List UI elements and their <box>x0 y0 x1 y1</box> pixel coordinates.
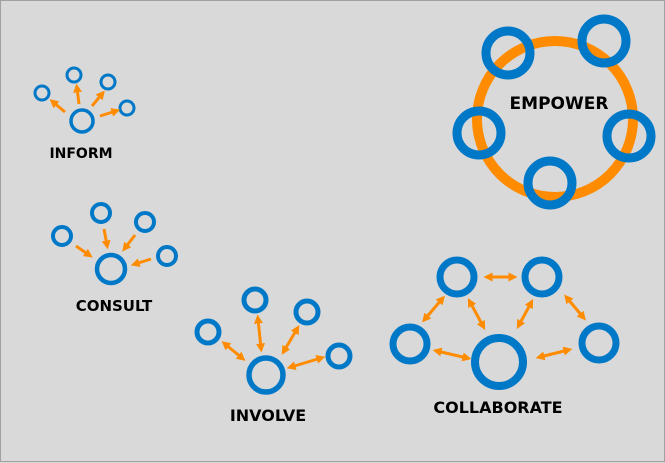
inform-arrow <box>73 83 83 105</box>
involve-outer-node <box>194 318 222 346</box>
consult-arrow <box>75 244 93 258</box>
empower-node <box>523 156 577 210</box>
collaborate-arrow <box>432 347 472 362</box>
collaborate-arrow <box>564 294 586 321</box>
inform-arrow <box>49 99 66 114</box>
involve-outer-node <box>241 286 269 314</box>
involve-arrow <box>286 354 326 371</box>
consult-outer-node <box>156 245 178 267</box>
empower-node <box>481 26 535 80</box>
collaborate-center-node <box>471 334 527 390</box>
involve-arrow <box>253 314 266 353</box>
involve-outer-node <box>293 298 321 326</box>
consult-outer-node <box>134 211 156 233</box>
involve-label: INVOLVE <box>230 406 306 425</box>
inform-outer-node <box>65 66 83 84</box>
collaborate-outer-node <box>578 322 620 364</box>
inform-center-node <box>69 108 95 134</box>
collaborate-group: COLLABORATE <box>389 256 620 417</box>
collaborate-outer-node <box>389 323 431 365</box>
consult-outer-node <box>90 202 112 224</box>
inform-group: INFORM <box>33 66 136 162</box>
consult-center-node <box>94 252 128 286</box>
involve-arrow <box>221 341 246 361</box>
involve-center-node <box>246 355 286 395</box>
collaborate-outer-node <box>521 256 563 298</box>
collaborate-arrow <box>535 346 573 361</box>
collaborate-outer-node <box>436 256 478 298</box>
collaborate-arrow <box>516 299 534 329</box>
inform-outer-node <box>99 73 117 91</box>
collaborate-label: COLLABORATE <box>433 398 562 417</box>
collaborate-arrow <box>467 298 486 330</box>
inform-label: INFORM <box>49 146 112 162</box>
consult-arrow <box>130 257 152 267</box>
involve-outer-node <box>325 342 353 370</box>
inform-arrow <box>90 90 105 107</box>
consult-arrow <box>122 234 137 252</box>
inform-outer-node <box>33 84 51 102</box>
empower-node <box>577 14 631 68</box>
collaborate-arrow <box>422 295 445 323</box>
empower-group: EMPOWER <box>452 14 656 210</box>
empower-label: EMPOWER <box>510 94 609 114</box>
inform-outer-node <box>118 99 136 117</box>
inform-arrow <box>99 108 121 118</box>
empower-node <box>452 106 506 160</box>
consult-label: CONSULT <box>76 297 153 315</box>
consult-outer-node <box>51 225 73 247</box>
involve-arrow <box>281 325 300 355</box>
empower-node <box>602 109 656 163</box>
empower-ring <box>472 36 638 202</box>
consult-arrow <box>101 228 111 250</box>
involve-group: INVOLVE <box>194 286 353 425</box>
consult-group: CONSULT <box>51 202 178 315</box>
